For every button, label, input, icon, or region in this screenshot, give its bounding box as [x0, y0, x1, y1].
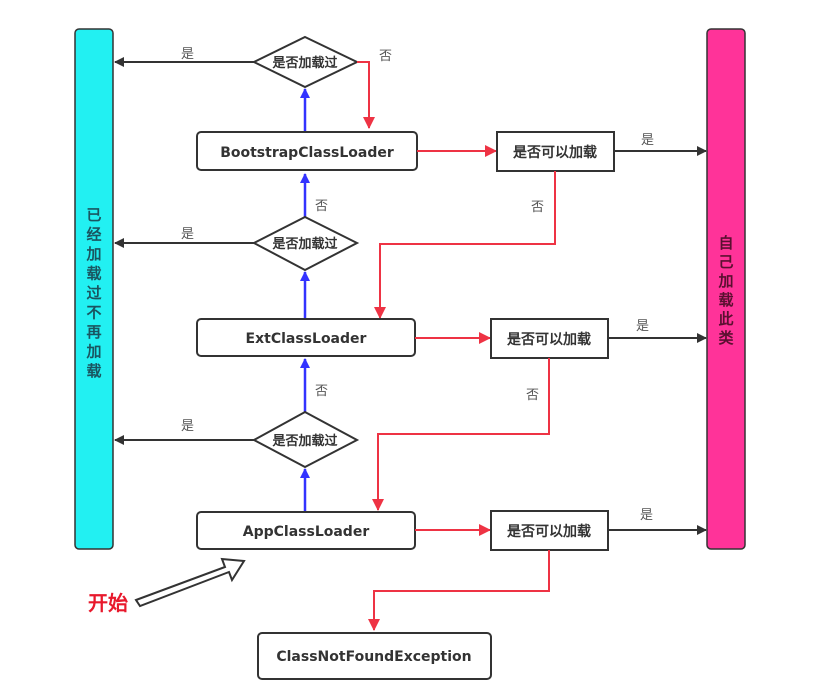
- already-loaded-label-char: 载: [86, 265, 101, 283]
- yes-label-3: 是: [181, 227, 194, 242]
- self-load-label-char: 此: [718, 310, 733, 328]
- bootstrap-loader-label: BootstrapClassLoader: [220, 145, 394, 161]
- loaded-check-label-ext: 是否加载过: [271, 236, 337, 252]
- self-load-label-char: 加: [717, 272, 733, 290]
- no-edge-ext-canload: [372, 358, 550, 511]
- already-loaded-label-char: 过: [86, 284, 101, 302]
- no-label-2: 否: [531, 200, 544, 215]
- loaded-check-diamond-app: [251, 410, 360, 469]
- can-load-label-bootstrap: 是否可以加载: [513, 144, 597, 161]
- self-load-label-char: 自: [718, 234, 733, 252]
- already-loaded-label-char: 不: [86, 304, 101, 322]
- no-edge-bootstrap-canload: [374, 171, 556, 319]
- yes-label-4: 是: [636, 319, 649, 334]
- can-load-box-ext: [490, 318, 609, 359]
- already-loaded-label-char: 加: [85, 245, 101, 263]
- class-not-found-node: [257, 632, 492, 680]
- no-label-3: 否: [315, 199, 328, 214]
- can-load-label-app: 是否可以加载: [507, 523, 591, 540]
- yes-label-6: 是: [640, 508, 653, 523]
- loaded-check-diamond-ext: [251, 215, 360, 272]
- loaded-check-diamond-bootstrap: [251, 35, 360, 89]
- already-loaded-label-char: 载: [86, 362, 101, 380]
- self-load-bar: [706, 28, 746, 550]
- loaded-check-label-bootstrap: 是否加载过: [271, 55, 337, 71]
- no-label-5: 否: [315, 384, 328, 399]
- no-label-1: 否: [379, 49, 392, 64]
- can-load-label-ext: 是否可以加载: [507, 331, 591, 348]
- ext-loader-label: ExtClassLoader: [246, 331, 367, 347]
- already-loaded-label-char: 再: [86, 323, 101, 341]
- self-load-label-char: 载: [718, 291, 733, 309]
- yes-label-5: 是: [181, 419, 194, 434]
- already-loaded-label-char: 已: [86, 206, 101, 224]
- no-label-4: 否: [526, 388, 539, 403]
- already-loaded-label-char: 经: [86, 226, 101, 244]
- already-loaded-bar: [74, 28, 114, 550]
- already-loaded-label-char: 加: [85, 343, 101, 361]
- self-load-label-char: 类: [718, 329, 734, 347]
- start-arrow-icon: [134, 557, 246, 608]
- app-loader-label: AppClassLoader: [243, 524, 370, 540]
- start-label: 开始: [88, 591, 128, 615]
- loaded-check-label-app: 是否加载过: [271, 433, 337, 449]
- yes-label-2: 是: [641, 133, 654, 148]
- no-edge-app-canload: [368, 550, 550, 631]
- yes-label-1: 是: [181, 47, 194, 62]
- no-edge-bootstrap-loaded: [357, 61, 375, 129]
- class-not-found-label: ClassNotFoundException: [276, 649, 471, 665]
- self-load-label-char: 己: [718, 253, 733, 271]
